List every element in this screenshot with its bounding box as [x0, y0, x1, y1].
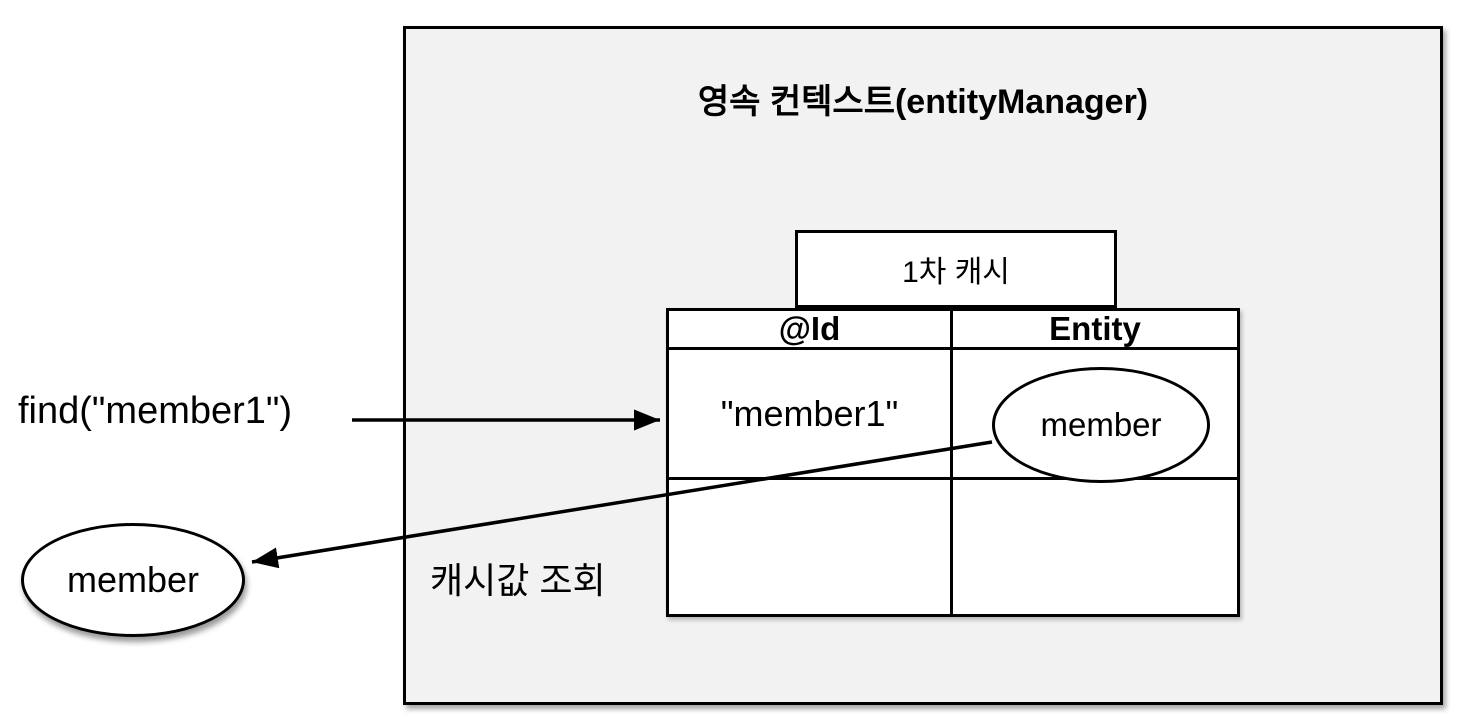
first-level-cache-label-box: 1차 캐시 — [795, 230, 1117, 308]
table-header-entity: Entity — [953, 310, 1237, 350]
returned-member-label: member — [66, 559, 200, 600]
table-cell-id-row1: "member1" — [669, 350, 953, 480]
cache-lookup-label: 캐시값 조회 — [430, 560, 606, 601]
table-cell-id-row2 — [669, 480, 953, 614]
find-call-label: find("member1") — [18, 390, 293, 432]
table-header-id: @Id — [669, 310, 953, 350]
persistence-context-title: 영속 컨텍스트(entityManager) — [697, 83, 1149, 121]
cached-member-entity-ellipse: member — [992, 367, 1210, 483]
returned-member-ellipse: member — [21, 523, 245, 637]
table-cell-entity-row2 — [953, 480, 1237, 614]
first-level-cache-label: 1차 캐시 — [902, 256, 1010, 289]
cached-member-entity-label: member — [1040, 406, 1162, 443]
